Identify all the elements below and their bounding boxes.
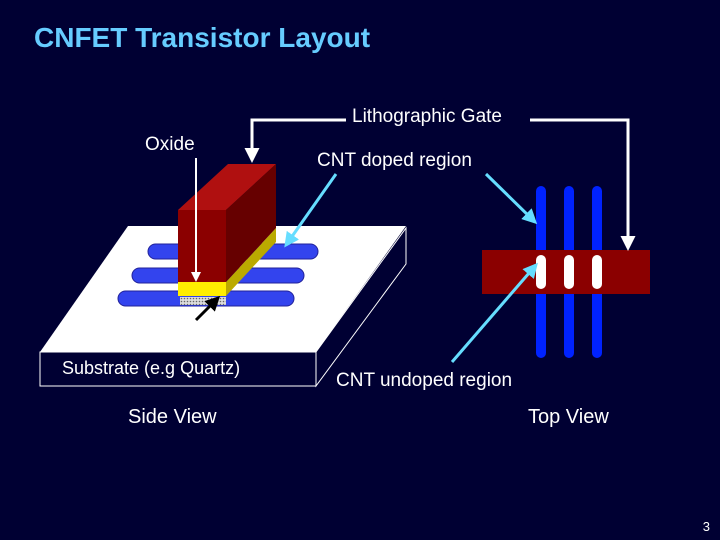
cnt-undoped-top-label: CNT undoped region [336, 370, 513, 391]
doped-arrow-side [284, 173, 338, 248]
undoped-arrow-top [450, 262, 538, 363]
substrate-front-face [39, 351, 317, 387]
doped-arrow-top [484, 172, 538, 225]
cnt-undoped-segments-top [536, 255, 602, 289]
gate-block-side [178, 164, 276, 282]
oxide-label: Oxide [145, 134, 195, 155]
top-view-label: Top View [528, 406, 609, 428]
gate-arrow-left [244, 118, 346, 163]
gate-arrow-right [530, 118, 636, 251]
oxide-layer [178, 228, 276, 296]
cnt-doped-label: CNT doped region [317, 150, 472, 171]
page-number: 3 [702, 519, 710, 534]
cnt-undoped-side-label: CNT undoped region [92, 324, 269, 345]
lithographic-gate-label: Lithographic Gate [352, 106, 502, 127]
undoped-arrow-side [194, 295, 221, 322]
cnt-undoped-patch [180, 297, 226, 305]
substrate-label: Substrate (e.g Quartz) [62, 358, 241, 378]
side-view-label: Side View [128, 406, 217, 428]
slide-title: CNFET Transistor Layout [34, 22, 371, 53]
